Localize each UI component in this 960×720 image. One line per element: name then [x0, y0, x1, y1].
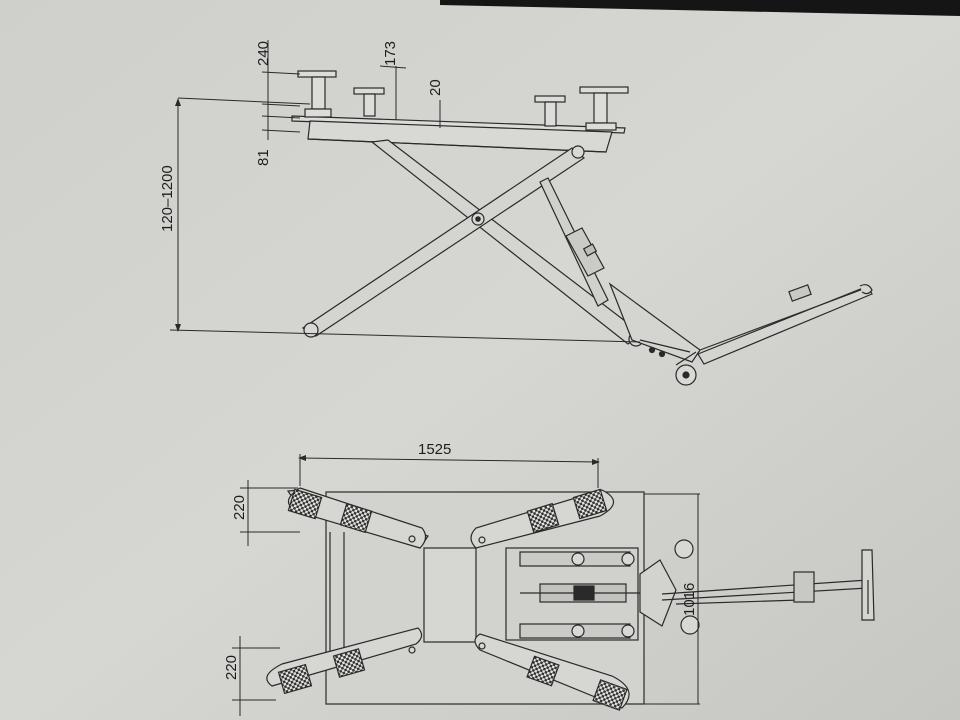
platform-top-plate	[291, 115, 626, 134]
dark-top-band	[440, 0, 960, 16]
dim-pad-width-bottom: 220	[223, 655, 240, 680]
ground-line	[169, 329, 641, 343]
dim-platform-thickness: 81	[255, 149, 272, 166]
tread-pad-tr-2	[526, 502, 560, 534]
yoke	[639, 559, 677, 627]
pad-3	[534, 95, 566, 127]
top-handle-grip	[793, 571, 815, 603]
arm-roller-left	[303, 322, 319, 338]
pad-1	[297, 70, 337, 118]
center-bridge	[423, 547, 477, 643]
tread-pad-br-2	[526, 655, 560, 687]
dim-adapter-height: 173	[382, 41, 399, 66]
tread-pad-tl-2	[339, 502, 373, 534]
tread-pad-br-1	[592, 679, 628, 711]
dim-pad-height: 240	[255, 41, 272, 66]
cylinder-mechanism	[505, 547, 640, 641]
tread-pad-tl-1	[287, 488, 323, 520]
pad-4	[579, 86, 629, 131]
dim-pad-width-top: 220	[231, 495, 248, 520]
top-view	[232, 454, 875, 716]
handle-grip	[788, 284, 812, 302]
dim-plate-offset: 20	[427, 79, 444, 96]
pad-2	[353, 87, 385, 117]
tread-pad-bl-2	[332, 648, 366, 678]
tread-pad-bl-1	[277, 663, 313, 695]
dim-base-width: 1016	[681, 583, 698, 616]
side-view	[169, 40, 873, 386]
dim-length: 1525	[418, 441, 451, 458]
dim-height-range: 120–1200	[159, 165, 176, 232]
tread-pad-tr-1	[572, 488, 608, 520]
base-frame	[608, 282, 701, 363]
